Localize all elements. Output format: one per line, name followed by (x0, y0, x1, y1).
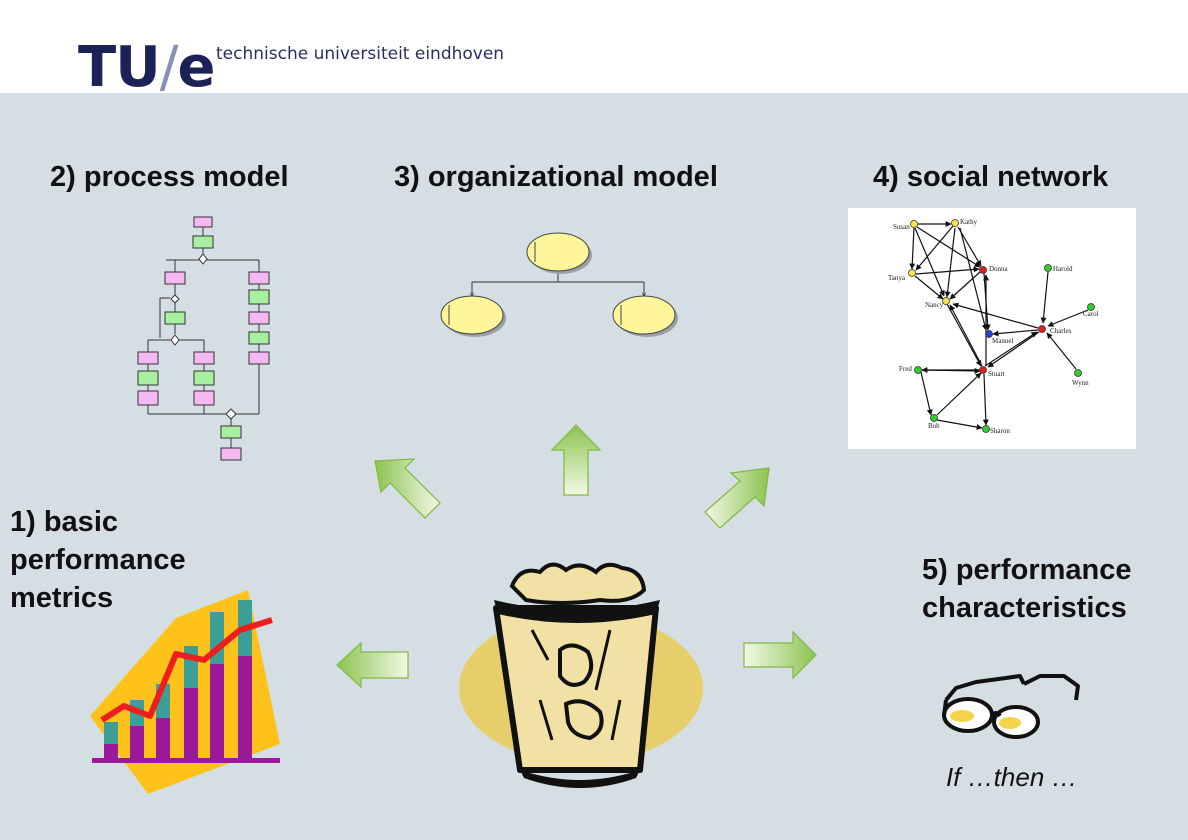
node-label: Manuel (992, 337, 1013, 345)
arrow-up-left-icon (374, 458, 441, 519)
node-label: Tanya (888, 274, 906, 282)
arrow-left-icon (336, 641, 409, 689)
node-label: Susan (893, 223, 910, 231)
label-social-network: 4) social network (873, 161, 1109, 193)
node-label: Harold (1053, 265, 1073, 273)
social-network-graph (909, 221, 1089, 431)
social-network-labels: Susan Kathy Donna Harold Tanya Nancy Car… (888, 218, 1099, 435)
social-network-panel (848, 208, 1136, 449)
social-network-nodes (908, 219, 1095, 433)
glasses-icon (942, 674, 1080, 739)
node-label: Bob (928, 422, 940, 430)
label-perf-char-line-2: characteristics (922, 592, 1127, 624)
arrow-up-icon (550, 424, 602, 496)
institution-name: technische universiteit eindhoven (216, 44, 505, 64)
label-basic-line-2: performance (10, 544, 186, 576)
if-then-caption: If …then … (946, 762, 1078, 792)
bar-chart-icon (90, 590, 280, 794)
label-basic-line-1: 1) basic (10, 506, 118, 538)
node-label: Wynn (1072, 379, 1089, 387)
trash-can-icon (459, 562, 703, 788)
node-label: Donna (989, 265, 1009, 273)
header-bar: TU/e technische universiteit eindhoven (0, 0, 1188, 98)
node-label: Stuart (988, 370, 1005, 378)
node-label: Fred (899, 365, 912, 373)
tue-logo: TU/e (78, 35, 216, 100)
arrow-up-right-icon (704, 467, 770, 529)
label-process-model: 2) process model (50, 161, 289, 193)
arrow-right-icon (743, 630, 817, 680)
label-organizational-model: 3) organizational model (394, 161, 718, 193)
node-label: Kathy (960, 218, 978, 226)
node-label: Nancy (925, 301, 944, 309)
process-model-diagram (137, 216, 270, 461)
node-label: Carol (1083, 310, 1099, 318)
node-label: Sharon (990, 427, 1010, 435)
node-label: Charles (1050, 327, 1072, 335)
organizational-model-diagram (440, 232, 678, 337)
label-basic-line-3: metrics (10, 582, 114, 614)
label-perf-char-line-1: 5) performance (922, 554, 1132, 586)
